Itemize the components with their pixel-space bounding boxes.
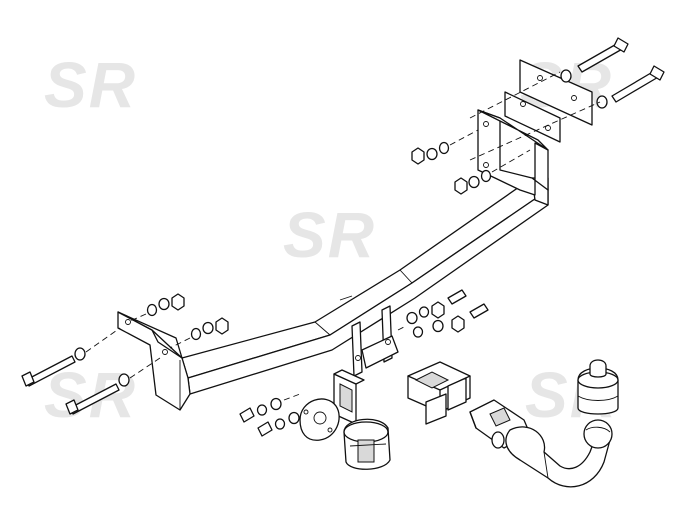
electrical-socket — [343, 418, 391, 470]
watermark-center: SR — [283, 199, 376, 271]
tow-ball-neck — [469, 399, 613, 488]
left-side-bracket — [117, 311, 191, 411]
tow-ball-cap — [577, 359, 619, 415]
left-nuts-washers — [127, 293, 229, 349]
right-long-bolts — [469, 37, 665, 161]
right-side-bracket — [477, 109, 549, 196]
left-long-bolts — [21, 327, 161, 415]
neck-holder-block — [407, 361, 471, 425]
right-nuts-washers — [411, 129, 531, 195]
socket-bolts — [239, 393, 301, 437]
neck-mounting-lugs — [339, 295, 399, 377]
socket-bracket — [299, 369, 365, 441]
watermark-top-left: SR — [44, 49, 137, 121]
neck-bolts-nuts — [397, 289, 489, 338]
